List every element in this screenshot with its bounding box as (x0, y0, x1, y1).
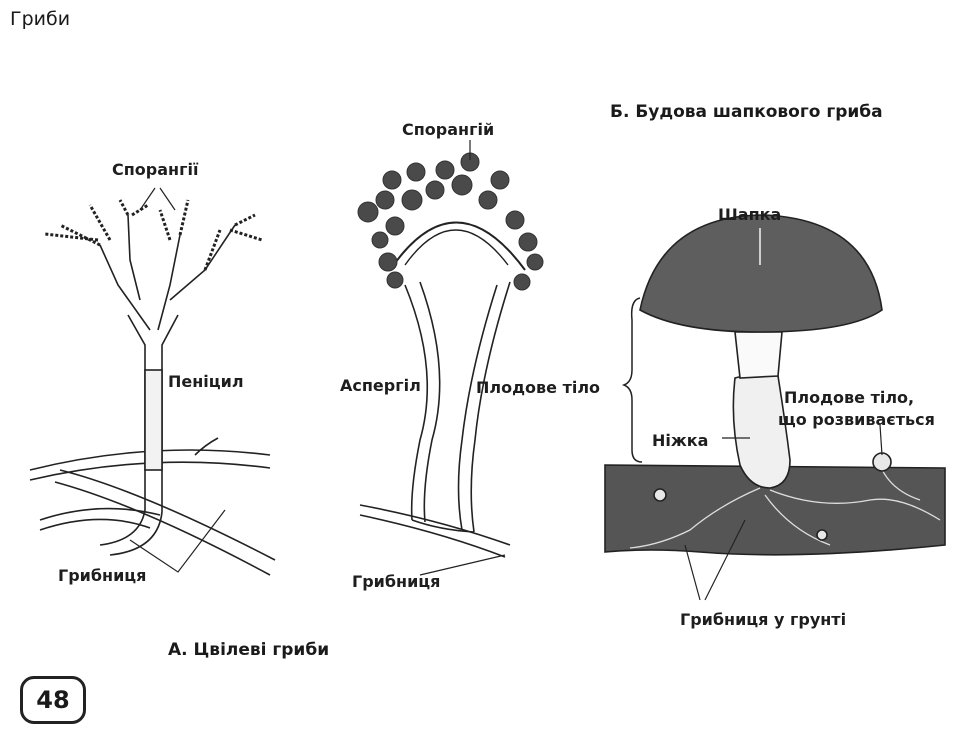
mushroom-cap (639, 214, 883, 333)
aspergillus-drawing (357, 140, 544, 576)
label-sporangia: Спорангії (112, 160, 199, 179)
label-cap: Шапка (718, 205, 782, 224)
page-number-badge: 48 (20, 676, 86, 724)
label-aspergillus-mycelium: Грибниця (352, 572, 441, 591)
label-penicillium-mycelium: Грибниця (58, 566, 147, 585)
label-penicillium: Пеніцил (168, 372, 244, 391)
mushroom-drawing (604, 214, 946, 601)
soil (604, 464, 946, 556)
label-soil-mycelium: Грибниця у грунті (680, 610, 847, 629)
label-sporangium: Спорангій (402, 120, 495, 139)
label-developing-body-1: Плодове тіло, (784, 388, 915, 407)
label-fruiting-body: Плодове тіло (476, 378, 601, 397)
page-title: Гриби (10, 8, 71, 30)
label-developing-body-2: що розвивається (778, 410, 935, 429)
caption-section-a: А. Цвілеві гриби (168, 640, 330, 660)
label-stem: Ніжка (652, 431, 709, 450)
penicillium-drawing (29, 187, 276, 576)
caption-section-b: Б. Будова шапкового гриба (610, 102, 883, 122)
label-aspergillus: Аспергіл (340, 376, 421, 395)
